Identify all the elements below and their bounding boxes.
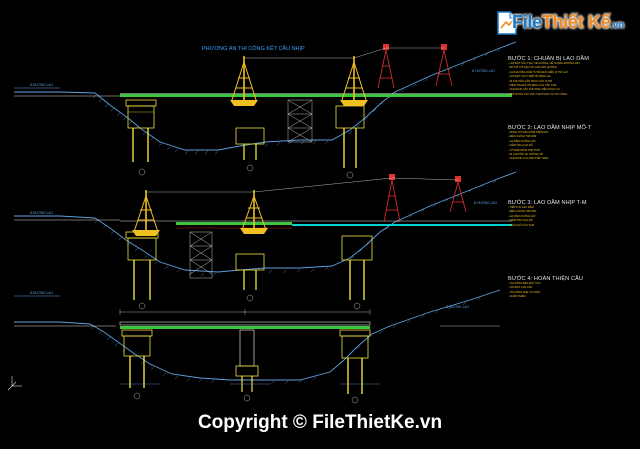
girder-1 (120, 94, 512, 97)
temporary-pier-1 (287, 99, 313, 143)
logo-text-accent: Thiết Kế (541, 12, 611, 32)
crane-tower-2b (240, 190, 268, 234)
cables-2 (146, 177, 459, 193)
anchor-tower-1a (377, 44, 395, 89)
ground-profile-1 (14, 41, 517, 151)
left-label-2: Đ.ĐƯỜNG LAO (30, 210, 54, 215)
step-1-notes: BƯỚC 1: CHUẨN BỊ LAO DẦM - LẮP ĐẶT CẦU T… (508, 56, 638, 97)
temporary-pier-2 (189, 231, 213, 279)
panel-1: Đ.ĐƯỜNG LAO (14, 41, 517, 179)
step-3-line: - ĐIỀU CHỈNH TIM DẦM (508, 210, 537, 214)
step-1-line: - BỐ TRÍ TỜI KÉO VÀ CÁP DẪN HƯỚNG (508, 66, 557, 70)
logo-mark-icon (497, 11, 517, 35)
girder-2b (292, 224, 512, 226)
step-1-line: - KIỂM TRA ĐỘ ỔN ĐỊNH CỦA CẦU TẠM (508, 84, 557, 88)
ucs-icon (7, 376, 22, 391)
logo-wordmark: FileThiết Kế.vn (512, 12, 624, 33)
logo-text-tld: .vn (610, 20, 624, 31)
right-label-1: Đ.HƯỚNG LAO (472, 68, 496, 73)
step-1-title: BƯỚC 1: CHUẨN BỊ LAO DẦM (508, 56, 589, 62)
filethietke-logo: FileThiết Kế.vn (492, 6, 632, 42)
drawing-title: PHƯƠNG ÁN THI CÔNG KẾT CẤU NHỊP (202, 45, 305, 52)
pier-2c (341, 235, 373, 300)
pier-3a (121, 329, 153, 388)
step-1-line: - LẮP DỰNG CÁC TRỤ TẠM PHỤC VỤ THI CÔNG (508, 92, 568, 96)
crane-tower-2a (132, 190, 160, 236)
step-2-line: - CỐ ĐỊNH DẦM TẠM THỜI (508, 148, 541, 152)
step-3-line: - HẠ DẦM XUỐNG GỐI (508, 214, 536, 218)
pier-1b (235, 127, 265, 160)
step-4-line: - THI CÔNG KHE CO GIÃN (508, 290, 540, 294)
ground-profile-2 (14, 171, 517, 273)
step-3-notes: BƯỚC 3: LAO DẦM NHỊP T-M - TIẾP TỤC LAO … (508, 200, 638, 228)
anchor-tower-2a (383, 174, 401, 223)
step-4-line: - HOÀN THIỆN (508, 295, 526, 299)
ground-hatch-3 (90, 296, 481, 385)
right-label-3: Đ.HƯỚNG LAO (446, 304, 470, 309)
crane-tower-1b (340, 56, 368, 106)
step-2-line: - KIỂM TRA CAO ĐỘ (508, 144, 533, 148)
anchor-tower-1b (435, 44, 453, 87)
step-3-line: - TIẾP TỤC LAO DẦM (508, 206, 534, 209)
step-2-title: BƯỚC 2: LAO DẦM NHỊP MỐ-T (508, 125, 592, 131)
step-3-line: - KIỂM TRA CAO ĐỘ (508, 219, 533, 223)
logo-text-main: File (512, 12, 542, 32)
anchor-tower-2b (449, 176, 467, 213)
copyright-watermark: Copyright © FileThietKe.vn (197, 412, 443, 433)
step-2-line: - ĐIỀU CHỈNH TIM DẦM (508, 135, 537, 139)
cables-1 (244, 47, 444, 59)
step-2-line: - HẠ DẦM XUỐNG GỐI (508, 139, 536, 143)
step-1-line: - LAO ĐƯỜNG DẦM TỪ BÃI ĐÚC ĐẾN VỊ TRÍ LA… (508, 70, 569, 74)
girder-2a (176, 222, 292, 225)
ground-hatch-1 (92, 48, 501, 155)
step-2-notes: BƯỚC 2: LAO DẦM NHỊP MỐ-T - DÙNG TỜI KÉO… (508, 125, 638, 162)
pier-2b (235, 253, 265, 290)
step-1-line: - CHUẨN BỊ CÁC PHƯƠNG TIỆN PHỤC VỤ (508, 88, 560, 92)
step-2-line: - DÙNG TỜI KÉO DẦM TRÊN RAY (508, 131, 549, 134)
step-3-title: BƯỚC 3: LAO DẦM NHỊP T-M (508, 200, 587, 206)
pier-1a (125, 99, 157, 162)
pier-3c (339, 329, 371, 394)
left-label-3: Đ.ĐƯỜNG LAO (30, 290, 54, 295)
right-label-2: Đ.HƯỚNG LAO (474, 200, 498, 205)
step-2-line: - CHUẨN BỊ LAO DẦM TIẾP THEO (508, 157, 549, 161)
bridge-deck-3 (119, 321, 371, 326)
step-1-line: - DI CHUYỂN CẦN TRỤC VÀO VỊ TRÍ (508, 79, 553, 83)
step-4-notes: BƯỚC 4: HOÀN THIỆN CẦU - THI CÔNG BẢN MẶ… (508, 276, 638, 300)
step-1-line: - LẮP ĐẶT CẦU TẠM, XE GOÒNG, HỆ THỐNG ĐƯ… (508, 62, 581, 65)
panel-3: Đ.ĐƯỜNG LAO (14, 289, 501, 404)
girder-3 (120, 326, 370, 329)
panel-2: Đ.ĐƯỜNG LAO (14, 171, 517, 310)
step-1-line: - LẮP ĐẶT CÁC THIẾT BỊ NÂNG HẠ (508, 75, 551, 79)
step-4-line: - THI CÔNG BẢN MẶT CẦU (508, 282, 541, 285)
step-2-line: - DI CHUYỂN XE GOÒNG VỀ (508, 153, 543, 157)
step-3-line: - THÁO DỠ CẦU TẠM (508, 223, 534, 227)
step-4-line: - LẮP ĐẶT LAN CAN (508, 286, 533, 290)
crane-tower-1a (230, 56, 258, 106)
ground-profile-3 (14, 289, 501, 381)
step-4-title: BƯỚC 4: HOÀN THIỆN CẦU (508, 276, 584, 282)
left-label-1: Đ.ĐƯỜNG LAO (30, 82, 54, 87)
